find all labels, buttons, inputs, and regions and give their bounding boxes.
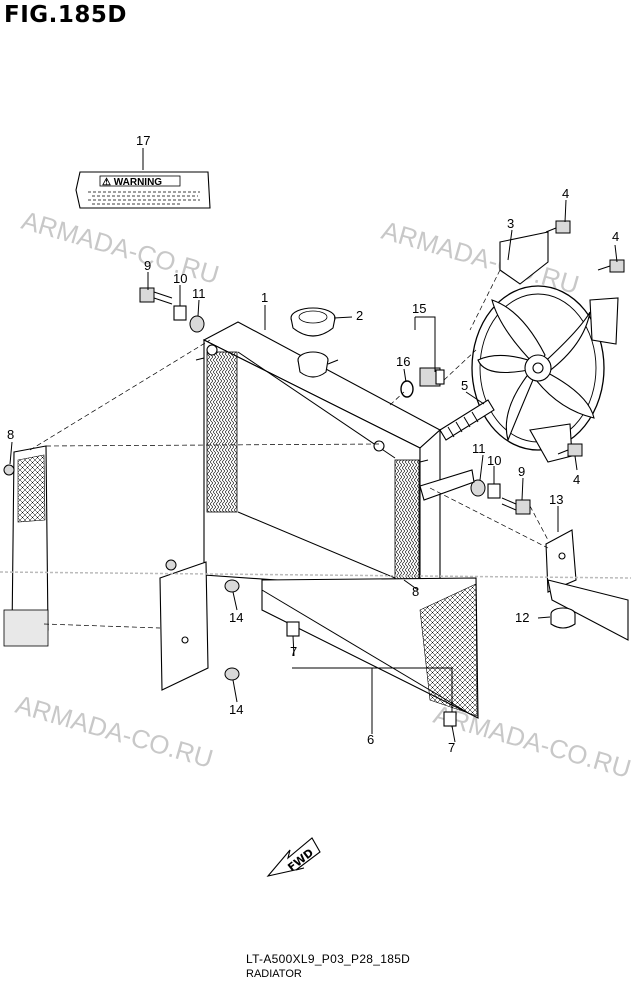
callout-10-right: 10 — [487, 453, 501, 468]
collar-upper-left — [173, 305, 187, 321]
callout-6: 6 — [367, 732, 374, 747]
lower-mesh-screen — [261, 577, 479, 719]
left-lower-bracket — [159, 561, 209, 691]
callout-7-lower: 7 — [448, 740, 455, 755]
bolt-right — [501, 497, 531, 515]
retainer-lower — [443, 711, 457, 727]
callout-1: 1 — [261, 290, 268, 305]
callout-14-upper: 14 — [229, 610, 243, 625]
callout-11-right: 11 — [472, 441, 486, 456]
radiator-hose — [439, 399, 495, 441]
figure-title: FIG.185D — [4, 2, 127, 28]
fan-bolt-upper — [545, 220, 571, 234]
thermo-switch — [419, 367, 445, 387]
callout-9-upper: 9 — [144, 258, 151, 273]
assembly-guide-lines — [0, 269, 631, 629]
radiator-cap — [290, 307, 336, 337]
watermark-1: ARMADA-CO.RU — [18, 205, 222, 290]
callout-7-upper: 7 — [290, 644, 297, 659]
bolt-upper-left — [139, 287, 173, 305]
callout-16: 16 — [396, 354, 410, 369]
diagram-model-code: LT-A500XL9_P03_P28_185D — [246, 952, 411, 966]
o-ring — [400, 380, 414, 398]
fan-bolt-right — [597, 259, 625, 273]
callout-2: 2 — [356, 308, 363, 323]
collar-right — [487, 483, 501, 499]
callout-4-upper: 4 — [562, 186, 569, 201]
clip-upper — [224, 579, 240, 593]
clip-lower — [224, 667, 240, 681]
left-mesh-screen — [3, 445, 49, 647]
cushion — [550, 607, 576, 629]
callout-13: 13 — [549, 492, 563, 507]
callout-numbers: 17 1 2 15 16 5 3 4 4 4 9 10 11 8 11 10 9… — [7, 133, 619, 755]
callout-8-left: 8 — [7, 427, 14, 442]
grommet-upper-left — [189, 315, 205, 333]
watermark-4: ARMADA-CO.RU — [12, 689, 216, 774]
callout-12: 12 — [515, 610, 529, 625]
filler-neck — [297, 351, 339, 378]
diagram-section-name: RADIATOR — [246, 968, 302, 980]
screw-middle — [165, 559, 177, 571]
forward-direction-arrow: FWD — [266, 837, 321, 877]
leader-lines — [9, 148, 618, 743]
callout-3: 3 — [507, 216, 514, 231]
watermark-5: ARMADA-CO.RU — [430, 699, 631, 784]
callout-17: 17 — [136, 133, 150, 148]
warning-label-heading: ⚠ WARNING — [102, 177, 162, 188]
callout-10-upper: 10 — [173, 271, 187, 286]
callout-4-lower: 4 — [573, 472, 580, 487]
warning-label: ⚠ WARNING — [75, 171, 211, 209]
callout-8-middle: 8 — [412, 584, 419, 599]
callout-15: 15 — [412, 301, 426, 316]
callout-4-right: 4 — [612, 229, 619, 244]
callout-5: 5 — [461, 378, 468, 393]
cooling-fan-assembly — [471, 231, 619, 463]
callout-11-upper: 11 — [192, 286, 206, 301]
screw-left — [3, 464, 15, 476]
radiator-core — [195, 321, 441, 591]
upper-right-bracket — [419, 469, 475, 501]
right-bracket-13 — [545, 529, 629, 641]
retainer-upper — [286, 621, 300, 637]
callout-9-right: 9 — [518, 464, 525, 479]
grommet-right — [470, 479, 486, 497]
callout-14-lower: 14 — [229, 702, 243, 717]
